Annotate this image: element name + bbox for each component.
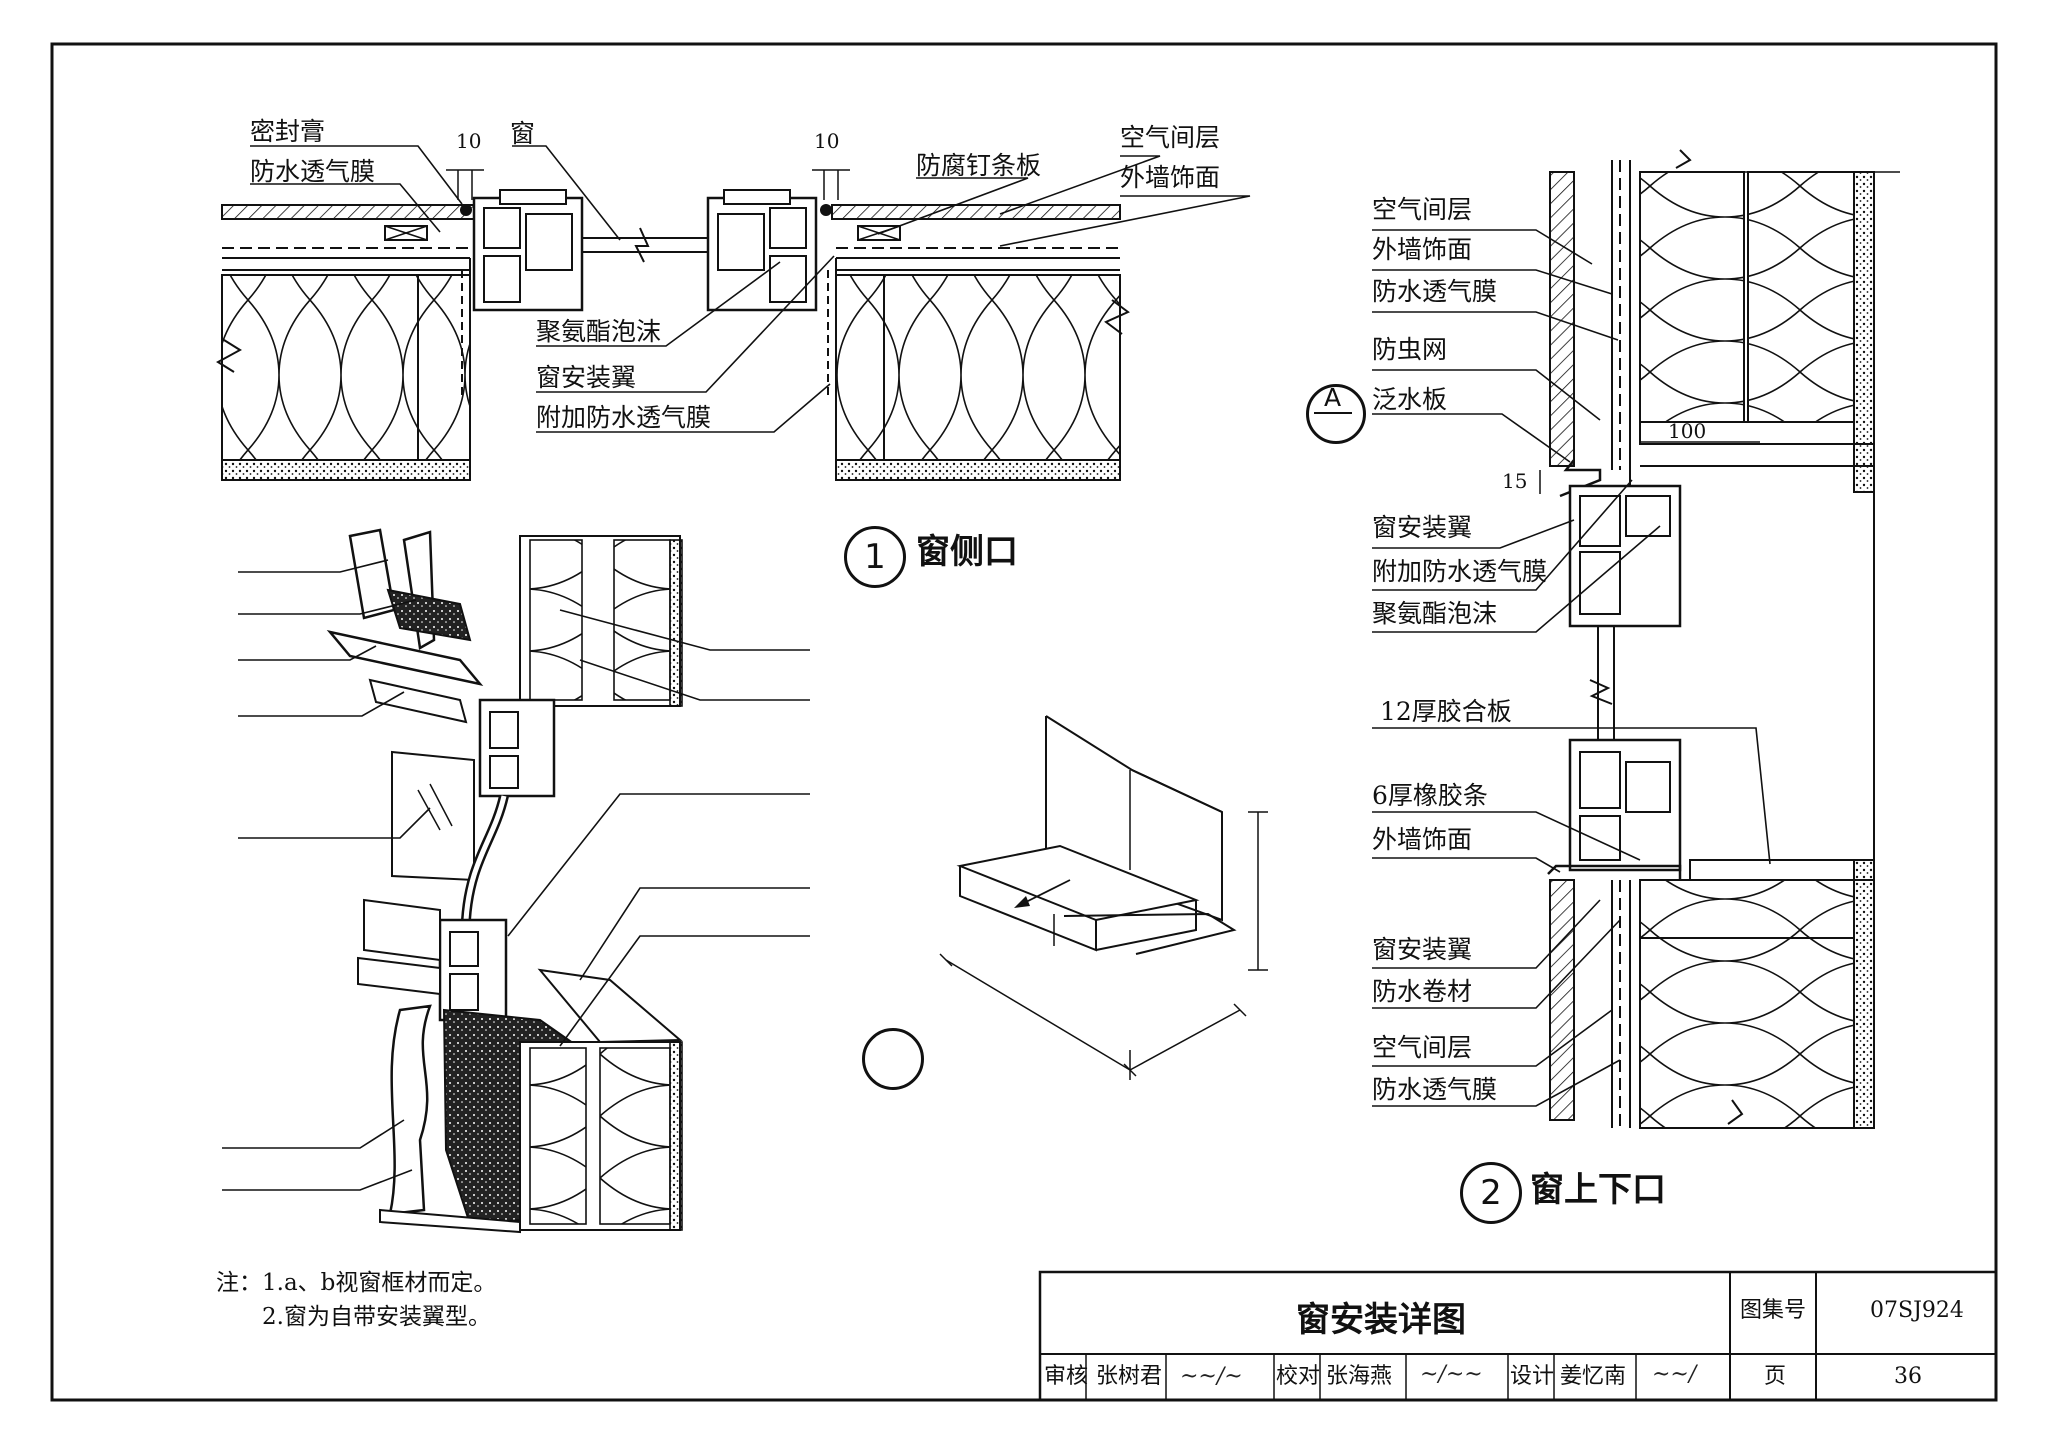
title-block-frame xyxy=(1038,1270,1998,1402)
page-label: 页 xyxy=(1764,1364,1787,1389)
d2-label-roll-membrane: 防水卷材 xyxy=(1372,977,1473,1006)
section-ref-a-letter: A xyxy=(1324,383,1342,412)
d2-label-extra-membrane: 附加防水透气膜 xyxy=(1372,557,1548,586)
d2-label-plywood: 12厚胶合板 xyxy=(1380,697,1512,726)
install-3d-view xyxy=(222,528,810,1234)
atlas-number: 07SJ924 xyxy=(1870,1298,1964,1323)
label-window: 窗 xyxy=(510,119,536,148)
d2-label-flashing: 泛水板 xyxy=(1372,385,1448,414)
label-extra-membrane: 附加防水透气膜 xyxy=(536,403,712,432)
section-ref-a-divider xyxy=(1314,412,1352,414)
d2-label-membrane: 防水透气膜 xyxy=(1372,277,1498,306)
d2-label-air-gap: 空气间层 xyxy=(1372,195,1473,224)
d2-label-air-gap2: 空气间层 xyxy=(1372,1033,1473,1062)
dim-right-10: 10 xyxy=(814,129,840,153)
atlas-label: 图集号 xyxy=(1740,1298,1807,1323)
label-flange: 窗安装翼 xyxy=(536,363,637,392)
designer-name: 姜忆南 xyxy=(1560,1364,1627,1389)
section-ref-a-marker xyxy=(1306,384,1366,444)
label-foam: 聚氨酯泡沫 xyxy=(536,317,662,346)
detail-2-number: 2 xyxy=(1460,1162,1522,1224)
d2-label-cladding2: 外墙饰面 xyxy=(1372,825,1473,854)
check-label: 校对 xyxy=(1276,1364,1321,1389)
label-cladding: 外墙饰面 xyxy=(1120,163,1221,192)
review-label: 审核 xyxy=(1044,1364,1089,1389)
page-number: 36 xyxy=(1894,1364,1922,1389)
detail-1-title: 窗侧口 xyxy=(916,532,1018,572)
d2-label-rubber-strip: 6厚橡胶条 xyxy=(1372,781,1488,810)
notes-line-2: 2.窗为自带安装翼型。 xyxy=(262,1304,491,1330)
d2-label-membrane2: 防水透气膜 xyxy=(1372,1075,1498,1104)
detail-1-number: 1 xyxy=(844,526,906,588)
notes-line-1: 1.a、b视窗框材而定。 xyxy=(262,1270,497,1296)
detail-2-title: 窗上下口 xyxy=(1530,1170,1666,1210)
detail-1-window-jamb xyxy=(216,145,1251,481)
detail-a-mark xyxy=(862,1028,924,1090)
design-label: 设计 xyxy=(1510,1364,1555,1389)
d2-label-flange: 窗安装翼 xyxy=(1372,513,1473,542)
checker-signature: ~/~~ xyxy=(1420,1362,1483,1387)
notes-prefix: 注： xyxy=(216,1270,262,1296)
dim-left-10: 10 xyxy=(456,129,482,153)
label-air-gap: 空气间层 xyxy=(1120,123,1221,152)
label-membrane: 防水透气膜 xyxy=(250,157,376,186)
label-seal: 密封膏 xyxy=(250,117,326,146)
designer-signature: ~~/ xyxy=(1652,1362,1697,1387)
d2-label-flange2: 窗安装翼 xyxy=(1372,935,1473,964)
d2-dim-100: 100 xyxy=(1668,419,1707,443)
d2-label-insect-mesh: 防虫网 xyxy=(1372,335,1448,364)
d2-label-foam: 聚氨酯泡沫 xyxy=(1372,599,1498,628)
reviewer-name: 张树君 xyxy=(1096,1364,1163,1389)
label-nailer: 防腐钉条板 xyxy=(916,151,1042,180)
d2-dim-15: 15 xyxy=(1502,469,1528,493)
drawing-title: 窗安装详图 xyxy=(1296,1300,1466,1340)
reviewer-signature: ~~/~ xyxy=(1180,1364,1243,1389)
checker-name: 张海燕 xyxy=(1326,1364,1393,1389)
detail-a-sill-flashing xyxy=(939,715,1268,1080)
detail-2-window-head-sill xyxy=(1372,149,1900,1129)
d2-label-cladding: 外墙饰面 xyxy=(1372,235,1473,264)
